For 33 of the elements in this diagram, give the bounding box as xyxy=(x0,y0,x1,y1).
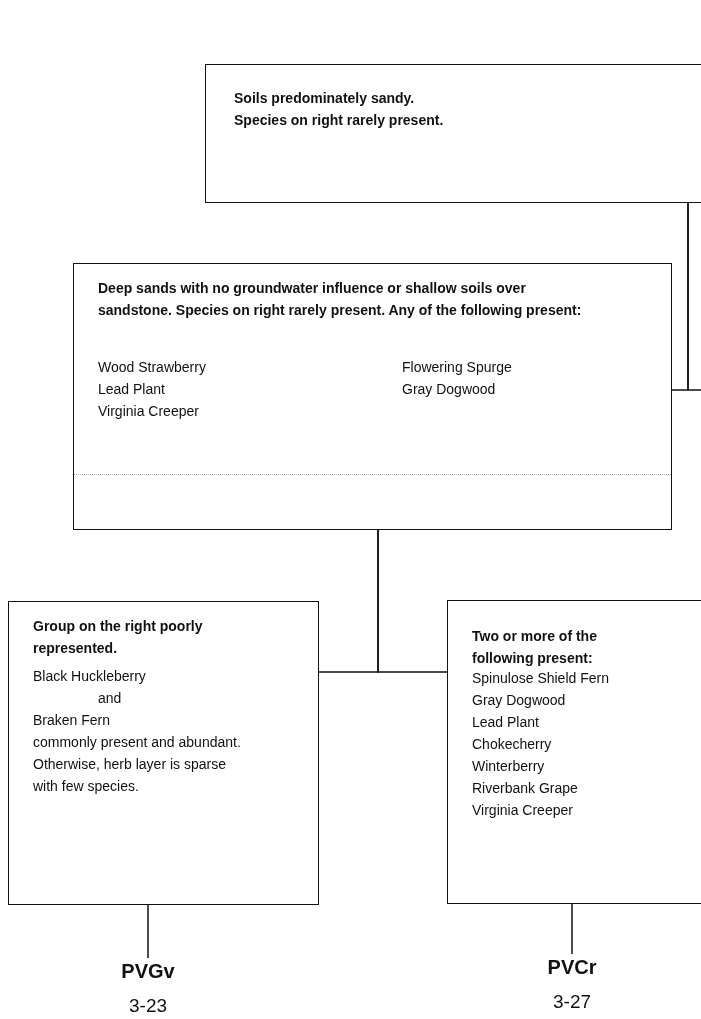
key-box xyxy=(8,601,319,905)
heading-text: Soils predominately sandy. xyxy=(234,89,416,108)
key-box xyxy=(447,600,701,904)
species-text: Wood Strawberry xyxy=(98,358,207,377)
community-code: PVGv xyxy=(120,959,176,984)
species-text: Chokecherry xyxy=(472,735,553,754)
species-text: Flowering Spurge xyxy=(402,358,513,377)
species-text: Riverbank Grape xyxy=(472,779,579,798)
species-text: Braken Fern xyxy=(33,711,112,730)
key-box xyxy=(73,263,672,530)
community-code: PVCr xyxy=(546,955,598,980)
species-text: Virginia Creeper xyxy=(472,801,574,820)
connector-line xyxy=(377,529,448,673)
page-number: 3-27 xyxy=(552,990,592,1014)
species-text: Species on right rarely present. xyxy=(234,111,445,130)
species-text: and xyxy=(98,689,123,708)
species-text: Winterberry xyxy=(472,757,546,776)
connector-line xyxy=(571,903,573,955)
connector-line xyxy=(147,904,149,959)
connector-line xyxy=(687,202,701,391)
species-text: Spinulose Shield Fern xyxy=(472,669,610,688)
species-text: Lead Plant xyxy=(472,713,540,732)
species-text: commonly present and abundant. Otherwise, herb layer is sparse with few species. xyxy=(33,733,242,796)
heading-text: Two or more of the following present: xyxy=(472,627,598,668)
species-text: Virginia Creeper xyxy=(98,402,200,421)
key-box xyxy=(205,64,701,203)
heading-text: Deep sands with no groundwater influence or shallow soils over sandstone. Species on right rarely present. Any of the following present: xyxy=(98,279,583,320)
species-text: Lead Plant xyxy=(98,380,166,399)
species-text: Black Huckleberry xyxy=(33,667,147,686)
heading-text: Group on the right poorly represented. xyxy=(33,617,204,658)
page-number: 3-23 xyxy=(128,994,168,1018)
species-text: Gray Dogwood xyxy=(402,380,497,399)
species-text: Gray Dogwood xyxy=(472,691,567,710)
